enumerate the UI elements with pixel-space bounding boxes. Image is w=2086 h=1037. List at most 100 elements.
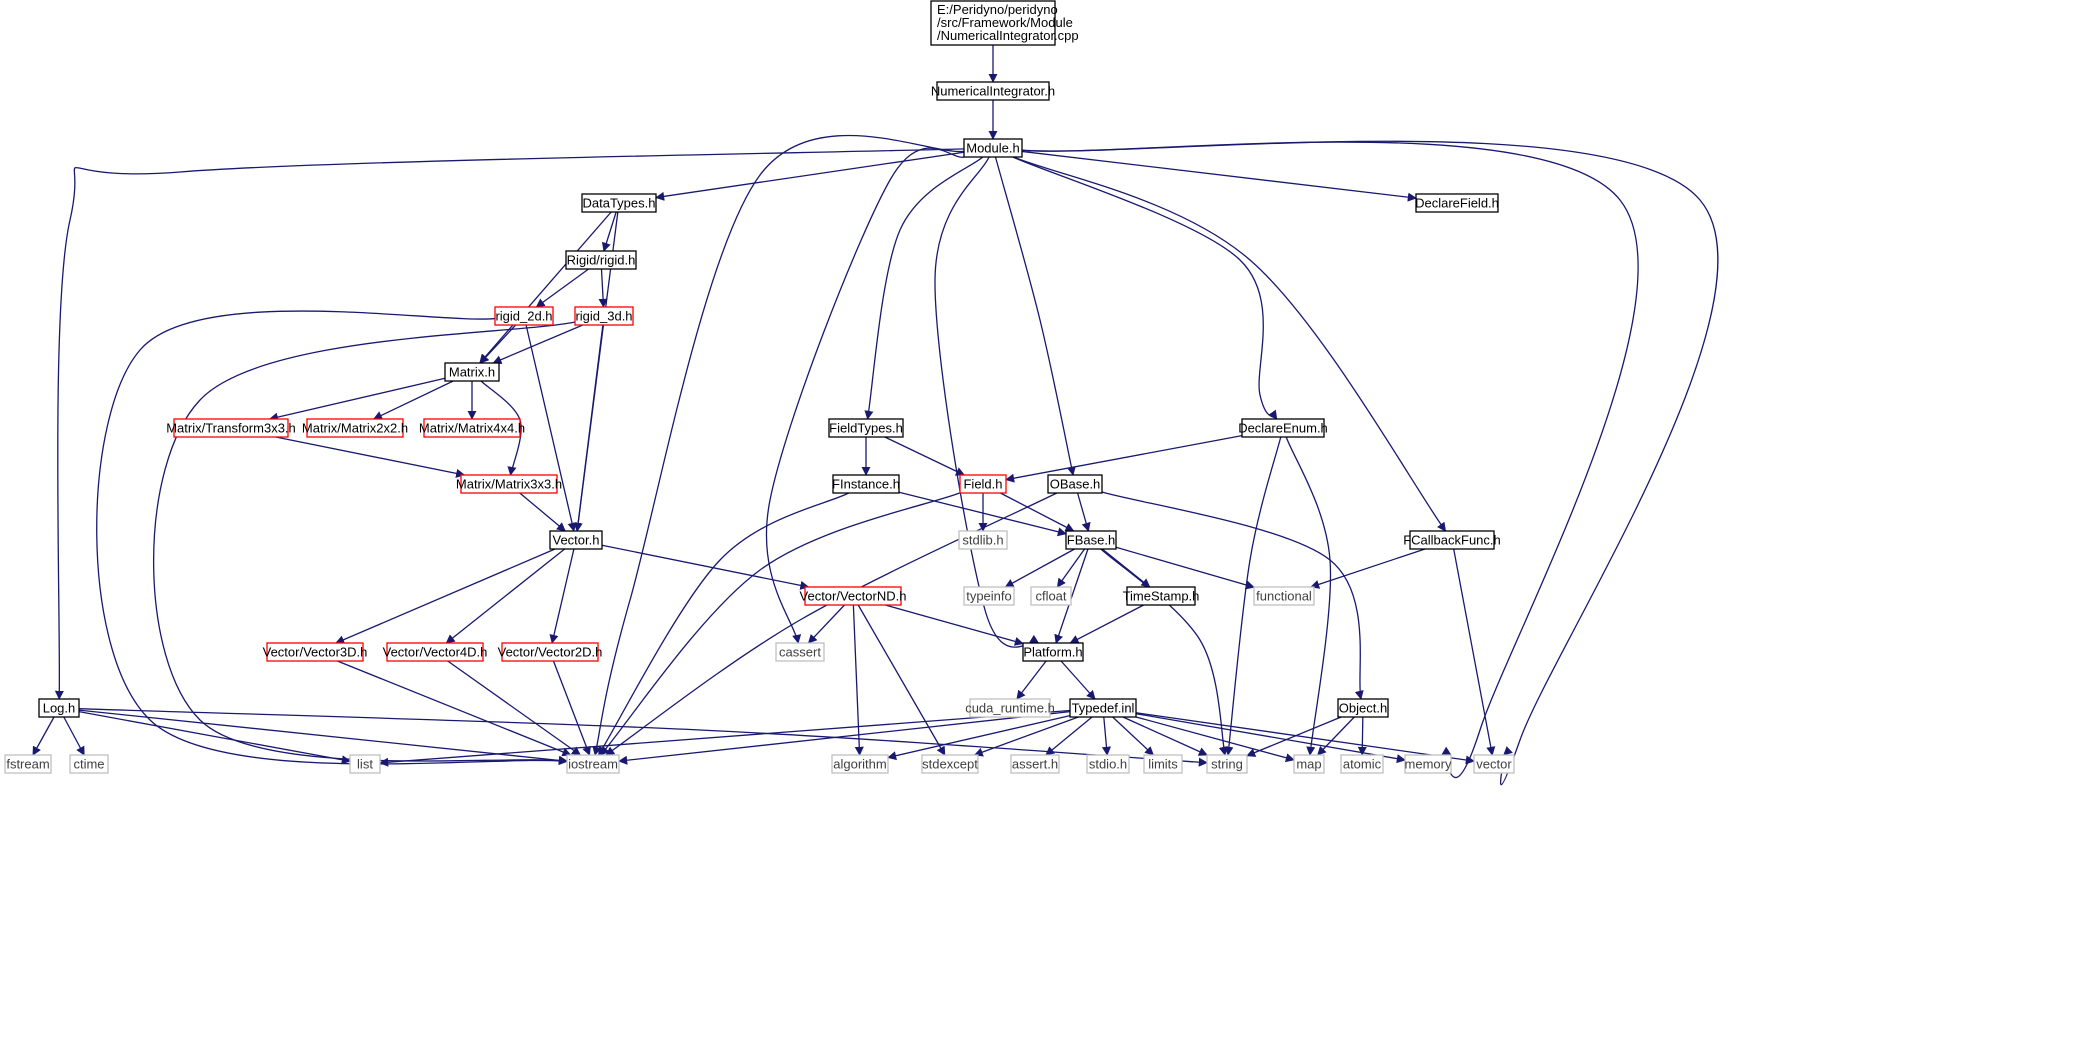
node-label: limits [1148, 757, 1178, 772]
node-label: FieldTypes.h [829, 421, 903, 436]
node-cassert: cassert [775, 642, 825, 662]
node-label: TimeStamp.h [1123, 589, 1200, 604]
node-label: rigid_3d.h [575, 309, 632, 324]
node-Rigid_rigid_h[interactable]: Rigid/rigid.h [565, 250, 637, 270]
node-limits: limits [1143, 754, 1183, 774]
node-Vector4D_h[interactable]: Vector/Vector4D.h [383, 642, 488, 662]
node-Vector3D_h[interactable]: Vector/Vector3D.h [263, 642, 368, 662]
node-box [581, 193, 657, 213]
edge-FBase_h-to-functional [1115, 546, 1255, 590]
node-FBase_h[interactable]: FBase.h [1065, 530, 1117, 550]
node-label: list [357, 757, 373, 772]
node-FCallbackFunc_h[interactable]: FCallbackFunc.h [1403, 530, 1501, 550]
node-OBase_h[interactable]: OBase.h [1047, 474, 1103, 494]
edge-Field_h-to-iostream [600, 492, 961, 756]
edge-Module_h-to-FCallbackFunc_h [1013, 156, 1447, 532]
node-label: Log.h [43, 701, 76, 716]
node-layer: E:/Peridyno/peridyno/src/Framework/Modul… [4, 0, 1515, 774]
node-label: Vector/Vector2D.h [498, 645, 603, 660]
node-rigid_3d_h[interactable]: rigid_3d.h [574, 306, 634, 326]
edge-OBase_h-to-FBase_h [1076, 492, 1091, 532]
node-box [460, 474, 558, 494]
node-box [831, 754, 889, 774]
node-box [494, 306, 554, 326]
node-box [1293, 754, 1325, 774]
edge-Log_h-to-ctime [63, 716, 85, 756]
edge-Field_h-to-FBase_h [1000, 492, 1075, 532]
node-root[interactable]: E:/Peridyno/peridyno/src/Framework/Modul… [930, 0, 1079, 46]
node-box [775, 642, 825, 662]
node-label: Vector.h [553, 533, 600, 548]
edge-Module_h-to-OBase_h [994, 156, 1076, 476]
node-label: Vector/Vector4D.h [383, 645, 488, 660]
node-box [1415, 193, 1499, 213]
edge-Module_h-to-DataTypes_h [655, 151, 965, 201]
edge-Object_h-to-string [1246, 716, 1342, 757]
node-string: string [1206, 754, 1248, 774]
node-box [1030, 586, 1072, 606]
node-Matrix2x2_h[interactable]: Matrix/Matrix2x2.h [302, 418, 408, 438]
node-Object_h[interactable]: Object.h [1337, 698, 1389, 718]
node-box [1473, 754, 1515, 774]
node-label: typeinfo [966, 589, 1012, 604]
node-label: DataTypes.h [583, 196, 656, 211]
node-DeclareField_h[interactable]: DeclareField.h [1415, 193, 1499, 213]
node-Matrix_h[interactable]: Matrix.h [444, 362, 500, 382]
edge-FBase_h-to-string [1100, 548, 1228, 756]
node-Field_h[interactable]: Field.h [959, 474, 1007, 494]
node-box [958, 530, 1008, 550]
edge-FInstance_h-to-iostream [598, 492, 850, 756]
node-label-line: E:/Peridyno/peridyno [937, 2, 1058, 17]
edge-layer [32, 45, 1719, 786]
edge-DataTypes_h-to-Rigid_rigid_h [601, 211, 617, 252]
node-box [804, 586, 902, 606]
edge-Module_h-to-FieldTypes_h [864, 156, 984, 420]
node-FieldTypes_h[interactable]: FieldTypes.h [828, 418, 904, 438]
edge-Matrix3x3_h-to-Vector_h [519, 492, 566, 532]
edge-VectorND_h-to-stdexcept [857, 604, 946, 756]
node-label: iostream [568, 757, 618, 772]
node-box [963, 138, 1023, 158]
edge-Vector3D_h-to-iostream [337, 660, 572, 757]
node-box [1340, 754, 1384, 774]
edge-FCallbackFunc_h-to-vector [1453, 548, 1496, 756]
node-FInstance_h[interactable]: FInstance.h [832, 474, 900, 494]
edge-Typedef_inl-to-vector [1135, 712, 1475, 765]
node-label: Vector/Vector3D.h [263, 645, 368, 660]
node-Typedef_inl[interactable]: Typedef.inl [1069, 698, 1137, 718]
node-box [1404, 754, 1452, 774]
edge-Typedef_inl-to-stdexcept [973, 716, 1079, 757]
node-label: rigid_2d.h [495, 309, 552, 324]
node-label: algorithm [833, 757, 886, 772]
edge-Vector_h-to-Vector3D_h [335, 548, 556, 644]
node-map: map [1293, 754, 1325, 774]
edge-Typedef_inl-to-string [1122, 716, 1208, 756]
edge-Typedef_inl-to-iostream [618, 710, 1071, 765]
node-NumericalIntegrator_h[interactable]: NumericalIntegrator.h [931, 81, 1055, 101]
edge-FieldTypes_h-to-Field_h [884, 436, 966, 476]
node-box [828, 418, 904, 438]
node-Vector2D_h[interactable]: Vector/Vector2D.h [498, 642, 603, 662]
node-Matrix4x4_h[interactable]: Matrix/Matrix4x4.h [419, 418, 525, 438]
node-VectorND_h[interactable]: Vector/VectorND.h [800, 586, 907, 606]
node-Matrix3x3_h[interactable]: Matrix/Matrix3x3.h [456, 474, 562, 494]
node-Module_h[interactable]: Module.h [963, 138, 1023, 158]
node-label: Module.h [966, 141, 1019, 156]
edge-Platform_h-to-cuda_runtime_h [1016, 660, 1047, 700]
node-Vector_h[interactable]: Vector.h [549, 530, 603, 550]
node-Platform_h[interactable]: Platform.h [1022, 642, 1084, 662]
edge-rigid_3d_h-to-Matrix_h [492, 324, 584, 364]
node-Transform3x3_h[interactable]: Matrix/Transform3x3.h [166, 418, 296, 438]
node-stdlib_h: stdlib.h [958, 530, 1008, 550]
edge-Module_h-to-vector [1021, 140, 1719, 786]
node-Log_h[interactable]: Log.h [38, 698, 80, 718]
node-box [1241, 418, 1325, 438]
node-DeclareEnum_h[interactable]: DeclareEnum.h [1238, 418, 1328, 438]
node-DataTypes_h[interactable]: DataTypes.h [581, 193, 657, 213]
node-rigid_2d_h[interactable]: rigid_2d.h [494, 306, 554, 326]
edge-Platform_h-to-Typedef_inl [1060, 660, 1096, 700]
edge-TimeStamp_h-to-Platform_h [1069, 604, 1144, 644]
node-TimeStamp_h[interactable]: TimeStamp.h [1123, 586, 1200, 606]
edge-Typedef_inl-to-map [1135, 716, 1295, 763]
